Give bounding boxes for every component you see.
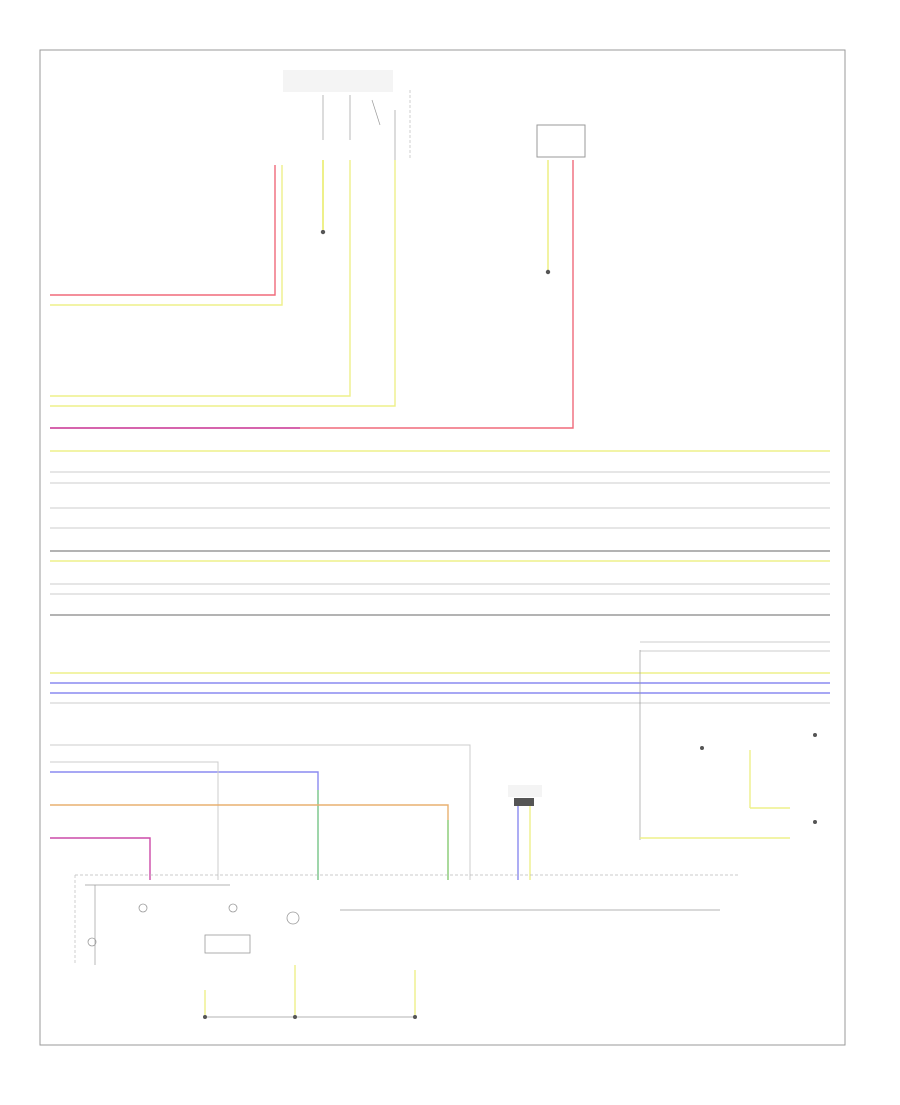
wire-yellow-switch-1 (50, 160, 351, 397)
top-right-module (50, 124, 586, 429)
ground-point (700, 746, 704, 750)
diagram-frame (39, 49, 846, 1046)
top-right-module-box (536, 124, 586, 158)
lamp-symbol (87, 937, 97, 947)
lamp-symbol (228, 903, 238, 913)
connector-pins (514, 798, 534, 806)
wire-orange-down (50, 804, 449, 880)
bus-wires (50, 450, 830, 704)
wire-yellow-switch-2 (50, 160, 396, 407)
wire-magenta-down (50, 837, 151, 880)
ground-point (293, 1015, 297, 1019)
wire-light-down (50, 744, 471, 880)
ground-point (203, 1015, 207, 1019)
wire-light-2 (50, 761, 219, 880)
top-switch-label-block (283, 70, 393, 92)
lamp-symbol (286, 911, 300, 925)
wire-red-top (50, 165, 276, 296)
bottom-connector (508, 785, 542, 880)
bottom-components (74, 874, 740, 1019)
wire-blue-down (50, 771, 319, 880)
component-box (204, 934, 251, 954)
ground-point (813, 820, 817, 824)
right-side-module (639, 650, 817, 840)
wire-red-module (50, 160, 574, 429)
lamp-symbol (138, 903, 148, 913)
top-switch-assembly (283, 70, 411, 235)
ground-point (813, 733, 817, 737)
wire-yellow-top (50, 165, 283, 306)
ground-point (545, 269, 551, 275)
ground-point (320, 229, 326, 235)
connector-block (508, 785, 542, 797)
ground-point (413, 1015, 417, 1019)
